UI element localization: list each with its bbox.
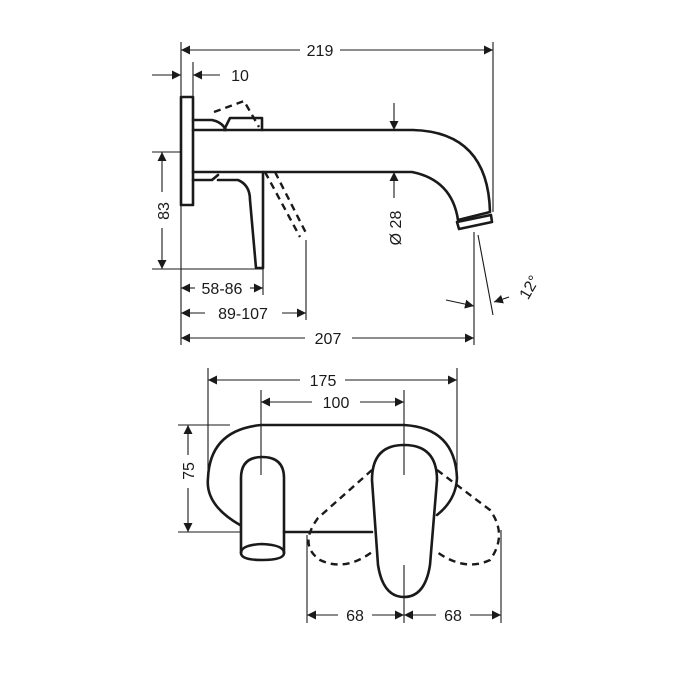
dim-overall-length: 219 xyxy=(307,43,334,60)
dim-plate-thickness: 10 xyxy=(231,68,249,85)
wall-plate xyxy=(179,95,195,207)
spout xyxy=(191,128,492,222)
spout-front xyxy=(239,455,286,555)
dim-rosette-width: 175 xyxy=(310,373,337,390)
dim-spout-diameter: Ø 28 xyxy=(388,211,405,246)
dim-lever-swing-left: 68 xyxy=(346,608,364,625)
lever-top xyxy=(222,116,264,132)
extension-lines xyxy=(152,42,494,345)
side-view: 219 10 83 58-86 89-107 207 Ø 28 12° xyxy=(152,42,544,348)
dim-center-distance: 100 xyxy=(323,395,350,412)
dim-height: 83 xyxy=(156,202,173,220)
lever-alt-position-down xyxy=(263,171,308,238)
dim-lever-swing-right: 68 xyxy=(444,608,462,625)
lever-front xyxy=(370,443,439,599)
lever-alt-position-right xyxy=(436,469,501,566)
spout-aerator-front xyxy=(239,542,286,562)
dim-lever-reach: 58-86 xyxy=(202,281,243,298)
dim-lever-swing-reach: 89-107 xyxy=(218,306,268,323)
front-view: 175 100 75 68 68 xyxy=(178,368,502,625)
rosette xyxy=(206,423,459,534)
lever-alt-position-up xyxy=(213,99,261,128)
dim-rosette-height: 75 xyxy=(181,462,198,480)
dim-outlet-angle: 12° xyxy=(517,273,544,302)
dim-spout-projection: 207 xyxy=(315,331,342,348)
lever-alt-position-left xyxy=(307,469,373,566)
lever-side xyxy=(216,170,265,270)
spout-aerator xyxy=(455,213,494,231)
